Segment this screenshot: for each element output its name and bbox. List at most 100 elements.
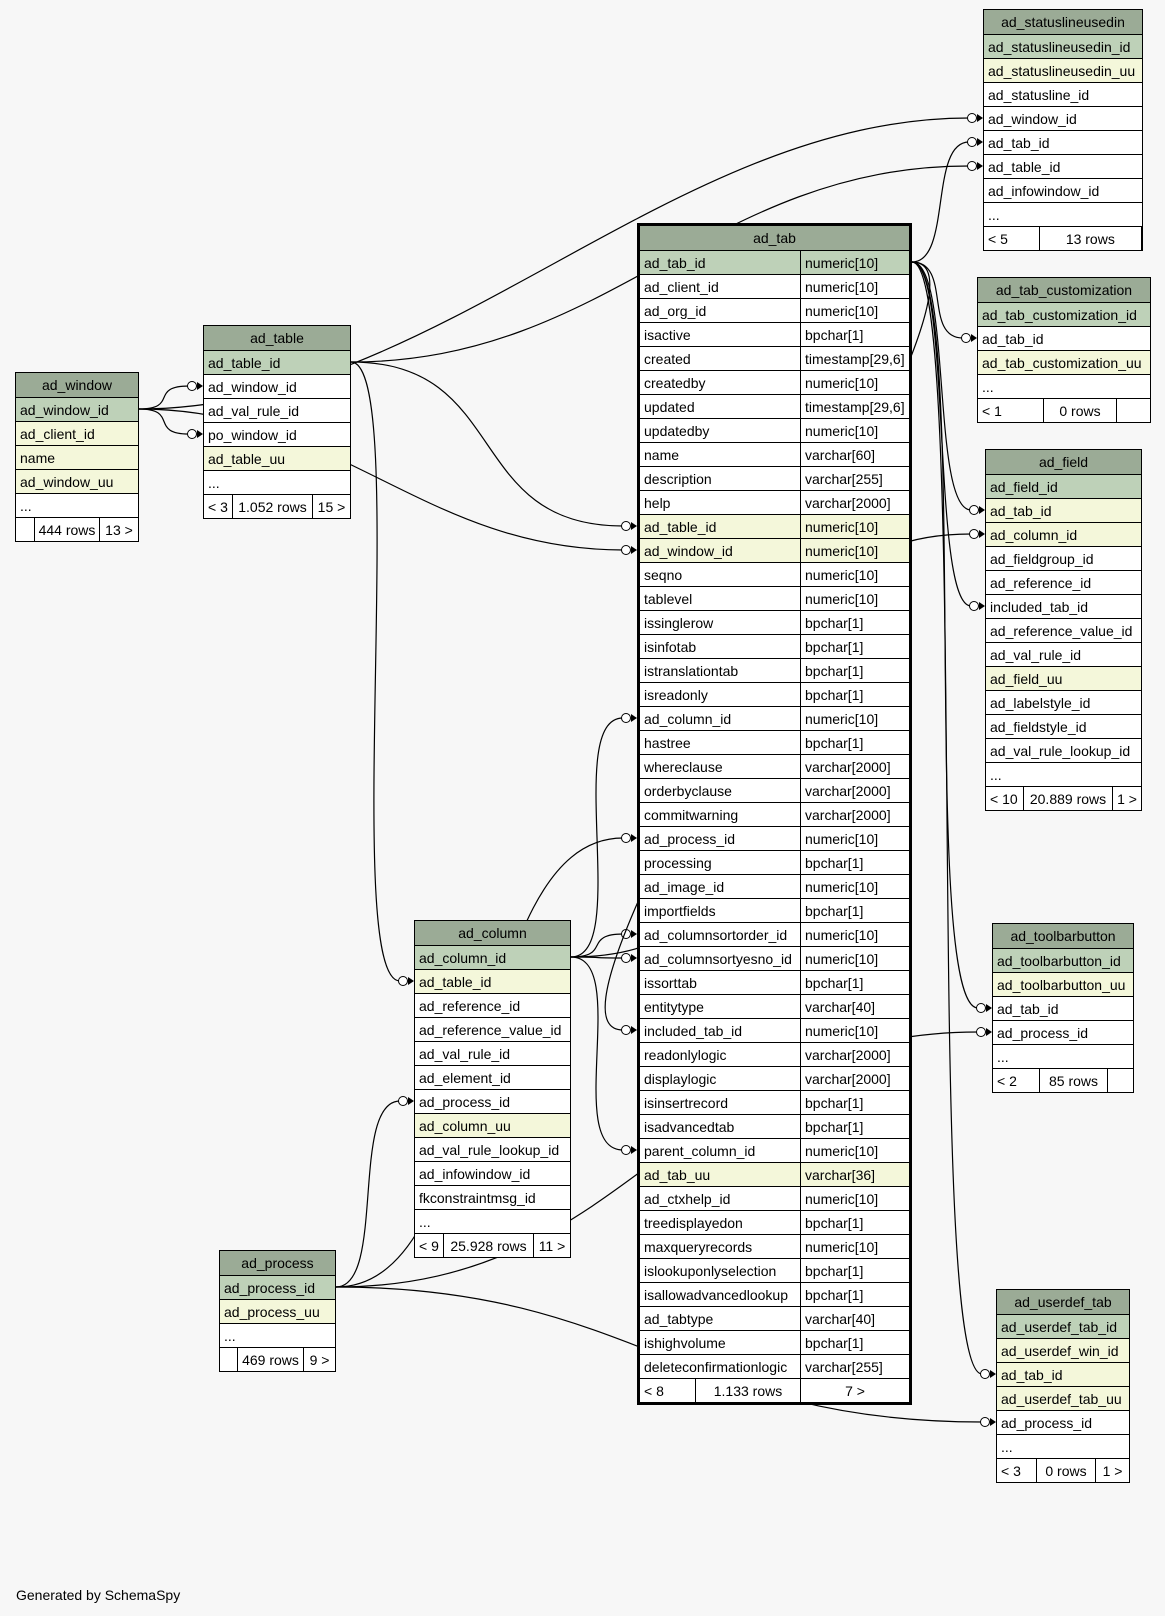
column-type: numeric[10] [800, 1019, 909, 1042]
optional-marker [621, 1145, 631, 1155]
parent-count[interactable] [220, 1348, 237, 1371]
many-marker [631, 522, 637, 530]
column-maxqueryrecords: maxqueryrecords numeric[10] [640, 1234, 909, 1258]
column-type: numeric[10] [800, 923, 909, 946]
column-hastree: hastree bpchar[1] [640, 730, 909, 754]
row-count[interactable]: 1.052 rows [232, 495, 312, 518]
row-count[interactable]: 444 rows [34, 518, 99, 541]
child-count[interactable] [1107, 1069, 1133, 1092]
child-count[interactable] [1141, 227, 1142, 250]
column-ad-labelstyle-id: ad_labelstyle_id [986, 690, 1141, 714]
row-count[interactable]: 1.133 rows [695, 1379, 800, 1402]
column-name: hastree [644, 735, 691, 751]
column-name: ad_column_id [644, 711, 732, 727]
row-count[interactable]: 20.889 rows [1023, 787, 1112, 810]
table-title[interactable]: ad_window [16, 373, 138, 397]
child-count[interactable]: 1 > [1095, 1459, 1129, 1482]
column-name: ad_process_id [644, 831, 736, 847]
column-type: bpchar[1] [800, 611, 909, 634]
table-title[interactable]: ad_column [415, 921, 570, 945]
row-count[interactable]: 13 rows [1038, 227, 1141, 250]
relationship-line [570, 717, 624, 958]
child-count[interactable] [1116, 399, 1150, 422]
column-ad-field-uu: ad_field_uu [986, 666, 1141, 690]
table-title[interactable]: ad_statuslineusedin [984, 10, 1142, 34]
child-count[interactable]: 7 > [800, 1379, 909, 1402]
parent-count[interactable]: < 3 [1001, 1463, 1021, 1479]
many-marker [631, 1146, 637, 1154]
column-type: bpchar[1] [800, 1115, 909, 1138]
parent-count[interactable]: < 10 [990, 791, 1018, 807]
column-name: issorttab [644, 975, 697, 991]
column-name: ad_table_id [644, 519, 717, 535]
row-count[interactable]: 0 rows [1036, 1459, 1095, 1482]
column-name: ishighvolume [644, 1335, 726, 1351]
parent-count[interactable] [16, 518, 34, 541]
many-marker [986, 1004, 992, 1012]
column-type: numeric[10] [800, 1139, 909, 1162]
row-count[interactable]: 469 rows [237, 1348, 303, 1371]
more-columns: ... [415, 1209, 570, 1233]
table-footer: < 1 0 rows [978, 398, 1150, 422]
column-name: tablevel [644, 591, 693, 607]
table-title[interactable]: ad_tab_customization [978, 278, 1150, 302]
many-marker [631, 930, 637, 938]
table-title[interactable]: ad_field [986, 450, 1141, 474]
table-title[interactable]: ad_userdef_tab [997, 1290, 1129, 1314]
column-type: bpchar[1] [800, 731, 909, 754]
parent-count[interactable]: < 1 [982, 403, 1002, 419]
column-type: bpchar[1] [800, 1211, 909, 1234]
column-ad-fieldgroup-id: ad_fieldgroup_id [986, 546, 1141, 570]
relationship-line [138, 385, 190, 410]
many-marker [631, 1026, 637, 1034]
table-title[interactable]: ad_table [204, 326, 350, 350]
column-name: parent_column_id [644, 1143, 756, 1159]
column-name: entitytype [644, 999, 704, 1015]
child-count[interactable]: 13 > [99, 518, 138, 541]
column-name: istranslationtab [644, 663, 739, 679]
column-ad-userdef-tab-uu: ad_userdef_tab_uu [997, 1386, 1129, 1410]
table-title[interactable]: ad_tab [640, 226, 909, 250]
child-count[interactable]: 9 > [303, 1348, 335, 1371]
relationship-line [911, 141, 970, 263]
parent-count[interactable]: < 3 [208, 499, 228, 515]
column-name: maxqueryrecords [644, 1239, 753, 1255]
table-title[interactable]: ad_toolbarbutton [993, 924, 1133, 948]
column-name: importfields [644, 903, 716, 919]
parent-count[interactable]: < 8 [644, 1383, 664, 1399]
child-count[interactable]: 1 > [1112, 787, 1141, 810]
column-type: varchar[2000] [800, 1043, 909, 1066]
column-type: numeric[10] [800, 707, 909, 730]
optional-marker [187, 381, 197, 391]
column-name: isallowadvancedlookup [644, 1287, 788, 1303]
column-ad-window-id: ad_window_id [204, 374, 350, 398]
column-ad-process-uu: ad_process_uu [220, 1299, 335, 1323]
parent-count[interactable]: < 9 [419, 1238, 439, 1254]
column-type: numeric[10] [800, 1235, 909, 1258]
child-count[interactable]: 15 > [312, 495, 350, 518]
row-count[interactable]: 25.928 rows [443, 1234, 533, 1257]
parent-count[interactable]: < 2 [997, 1073, 1017, 1089]
row-count[interactable]: 85 rows [1039, 1069, 1107, 1092]
table-title[interactable]: ad_process [220, 1251, 335, 1275]
parent-count[interactable]: < 5 [988, 231, 1008, 247]
column-type: varchar[2000] [800, 1067, 909, 1090]
child-count[interactable]: 11 > [533, 1234, 570, 1257]
column-name: isreadonly [644, 687, 708, 703]
row-count[interactable]: 0 rows [1043, 399, 1116, 422]
